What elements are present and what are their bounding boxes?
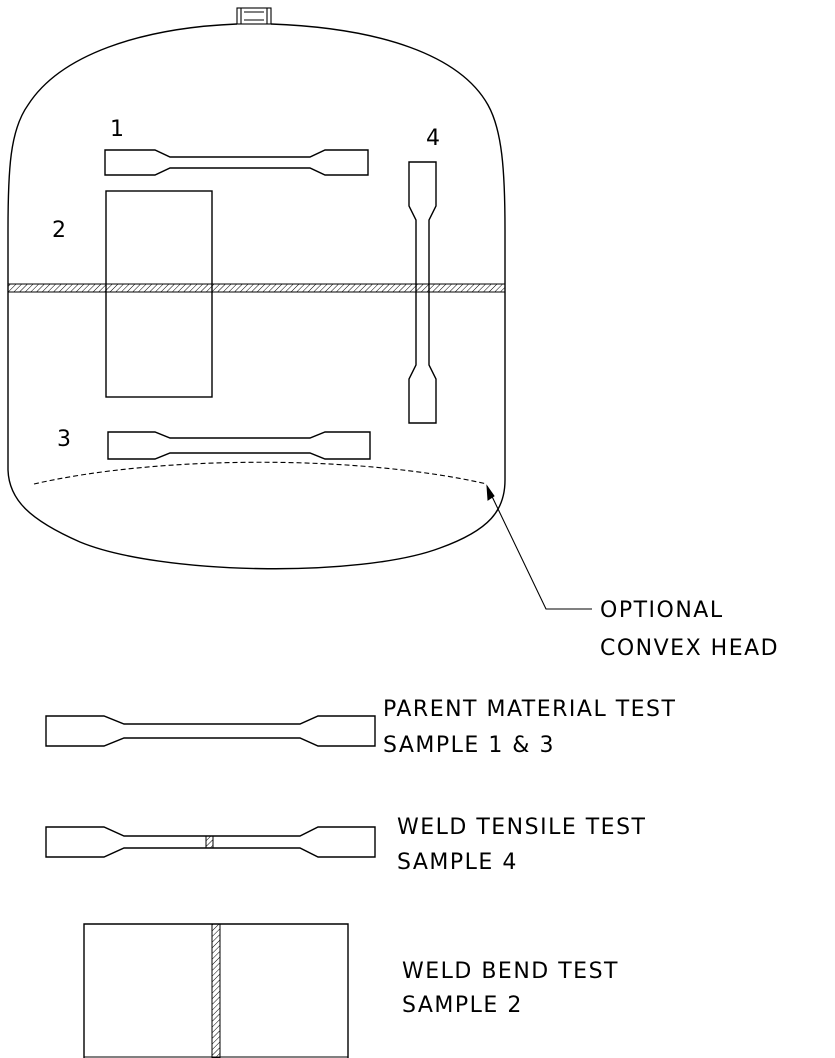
convex-head-line: [33, 461, 488, 485]
vessel-top-fitting: [236, 7, 272, 25]
callout-line-1: OPTIONAL: [600, 598, 724, 623]
vessel-outline: [7, 23, 506, 570]
convex-head-leader: [486, 484, 592, 610]
sample-4-specimen: [408, 161, 437, 424]
weld-tensile-line-2: SAMPLE 4: [397, 850, 518, 875]
sample-2-specimen: [105, 190, 213, 398]
sample-number-1: 1: [110, 117, 124, 142]
sample-1-specimen: [104, 149, 369, 176]
weld-tensile-specimen: [45, 826, 376, 858]
parent-material-line-2: SAMPLE 1 & 3: [383, 733, 555, 758]
weld-bend-line-2: SAMPLE 2: [402, 993, 523, 1018]
sample-3-specimen: [107, 431, 371, 460]
weld-tensile-line-1: WELD TENSILE TEST: [397, 815, 647, 840]
weld-seam: [7, 283, 506, 293]
weld-bend-specimen: [83, 923, 349, 1058]
sample-number-3: 3: [57, 427, 71, 452]
sample-number-4: 4: [426, 126, 440, 151]
callout-line-2: CONVEX HEAD: [600, 636, 779, 661]
weld-bend-line-1: WELD BEND TEST: [402, 959, 619, 984]
sample-number-2: 2: [52, 218, 66, 243]
parent-material-specimen: [45, 715, 376, 747]
parent-material-line-1: PARENT MATERIAL TEST: [383, 697, 676, 722]
